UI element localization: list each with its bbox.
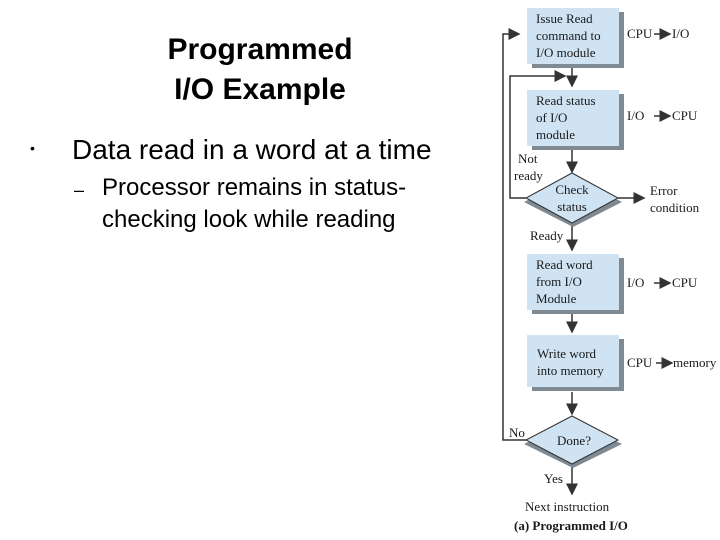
sub-bullet-line-2: checking look while reading [102, 206, 396, 233]
not-ready-line-1: Not [518, 151, 538, 166]
sub-bullet-line-1: Processor remains in status- [102, 174, 407, 201]
box1-line-1: Issue Read [536, 11, 593, 26]
side4-from: CPU [627, 355, 653, 370]
box-read-status [527, 90, 619, 146]
sub-bullet-symbol: – [74, 180, 85, 200]
side3-from: I/O [627, 275, 644, 290]
error-line-2: condition [650, 200, 700, 215]
yes-label: Yes [544, 471, 563, 486]
box-write-word [527, 335, 619, 387]
side2-to: CPU [672, 108, 698, 123]
decision2-label: Done? [557, 433, 591, 448]
side1-from: CPU [627, 26, 653, 41]
arrow-not-ready-loop [509, 70, 567, 199]
box1-line-2: command to [536, 28, 601, 43]
figure-caption: (a) Programmed I/O [514, 518, 628, 533]
box1-line-3: I/O module [536, 45, 596, 60]
box2-line-3: module [536, 127, 575, 142]
decision1-line-1: Check [555, 182, 589, 197]
bullet-symbol: • [30, 140, 35, 156]
sub-bullet-text: Processor remains in status- checking lo… [102, 172, 462, 236]
bullet-text: Data read in a word at a time [72, 134, 432, 165]
box3-line-2: from I/O [536, 274, 582, 289]
box-issue-read [527, 8, 619, 64]
side4-to: memory [673, 355, 717, 370]
not-ready-line-2: ready [514, 168, 543, 183]
box2-line-2: of I/O [536, 110, 567, 125]
side3-to: CPU [672, 275, 698, 290]
box3-line-3: Module [536, 291, 577, 306]
ready-label: Ready [530, 228, 564, 243]
box3-line-1: Read word [536, 257, 593, 272]
box-read-word [527, 254, 619, 310]
box2-line-1: Read status [536, 93, 596, 108]
side1-to: I/O [672, 26, 689, 41]
no-label: No [509, 425, 525, 440]
decision-done [524, 415, 620, 465]
side2-from: I/O [627, 108, 644, 123]
arrow-no-loop [502, 28, 526, 441]
decision1-line-2: status [557, 199, 587, 214]
decision-check-status [524, 172, 620, 224]
box4-line-2: into memory [537, 363, 604, 378]
box4-line-1: Write word [537, 346, 597, 361]
title-line-1: Programmed [167, 33, 353, 66]
next-instruction-label: Next instruction [525, 499, 610, 514]
error-line-1: Error [650, 183, 678, 198]
slide-title: Programmed I/O Example [110, 30, 410, 110]
title-line-2: I/O Example [174, 73, 346, 106]
